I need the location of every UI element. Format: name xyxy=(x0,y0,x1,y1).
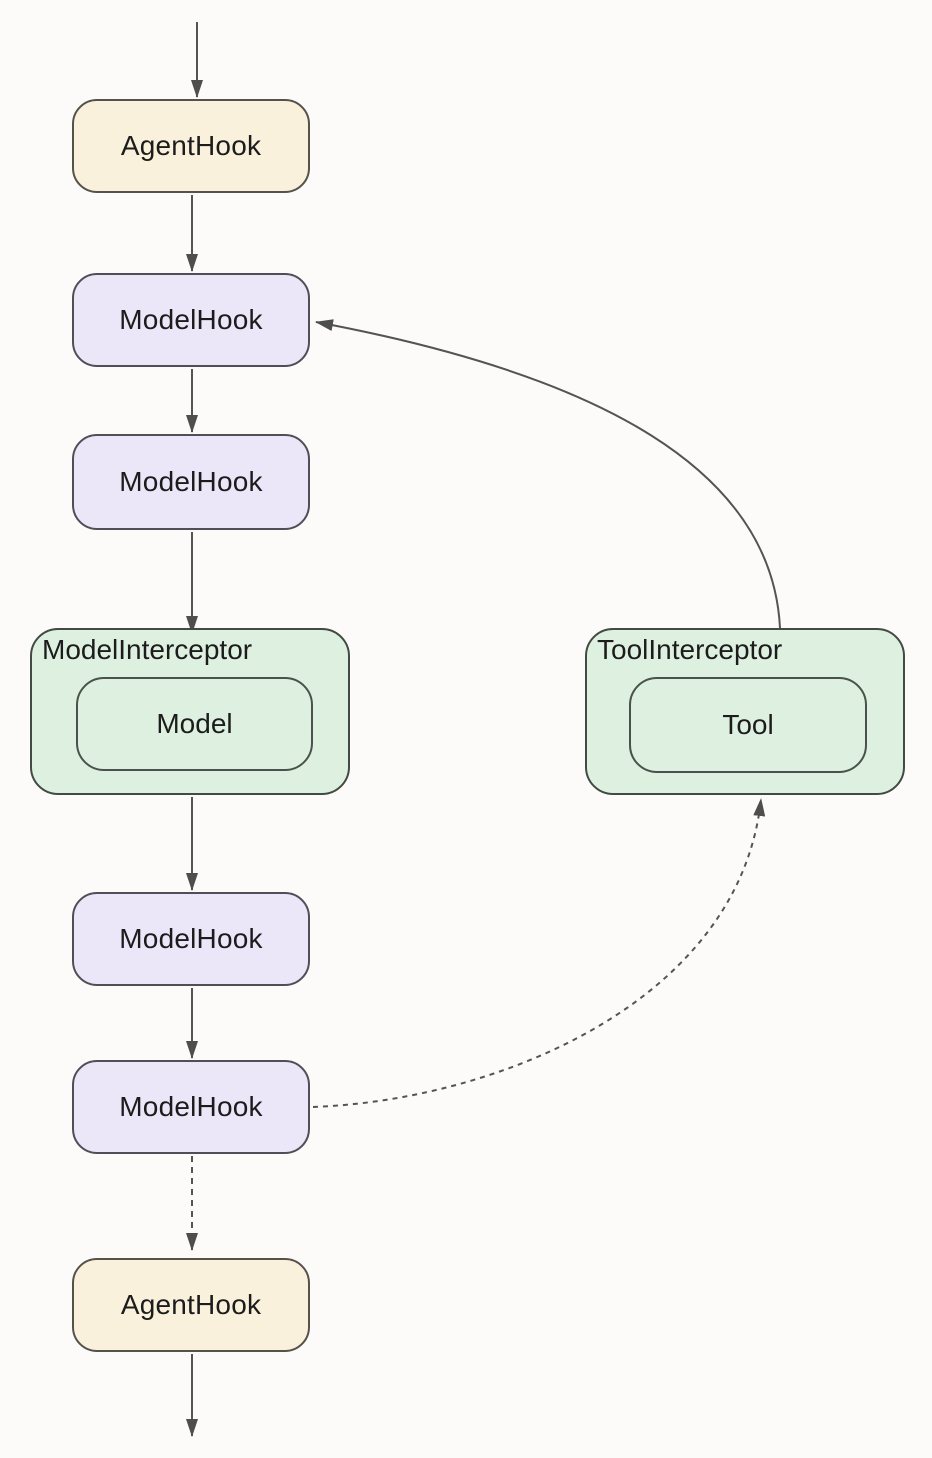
node-tool: Tool xyxy=(629,677,867,773)
container-modelinterceptor: ModelInterceptor Model xyxy=(30,628,350,795)
node-modelhook-1: ModelHook xyxy=(72,273,310,367)
node-agenthook-bottom: AgentHook xyxy=(72,1258,310,1352)
edge-toolinterceptor-to-modelhook-1-curve xyxy=(315,319,781,629)
edge-modelhook-4-to-toolinterceptor-dotted-curve xyxy=(312,798,766,1108)
node-modelhook-3-label: ModelHook xyxy=(119,923,263,954)
node-modelhook-2-label: ModelHook xyxy=(119,466,263,497)
node-modelhook-2: ModelHook xyxy=(72,434,310,530)
container-toolinterceptor: ToolInterceptor Tool xyxy=(585,628,905,795)
node-modelhook-1-label: ModelHook xyxy=(119,304,263,335)
node-agenthook-top-label: AgentHook xyxy=(120,130,262,161)
node-agenthook-top: AgentHook xyxy=(72,99,310,193)
node-modelhook-3: ModelHook xyxy=(72,892,310,986)
node-agenthook-bottom-label: AgentHook xyxy=(120,1289,262,1320)
container-toolinterceptor-label: ToolInterceptor xyxy=(597,634,783,665)
node-tool-label: Tool xyxy=(722,709,774,740)
node-model-label: Model xyxy=(156,708,233,739)
container-modelinterceptor-label: ModelInterceptor xyxy=(42,634,253,665)
node-modelhook-4-label: ModelHook xyxy=(119,1091,263,1122)
node-model: Model xyxy=(76,677,313,771)
node-modelhook-4: ModelHook xyxy=(72,1060,310,1154)
